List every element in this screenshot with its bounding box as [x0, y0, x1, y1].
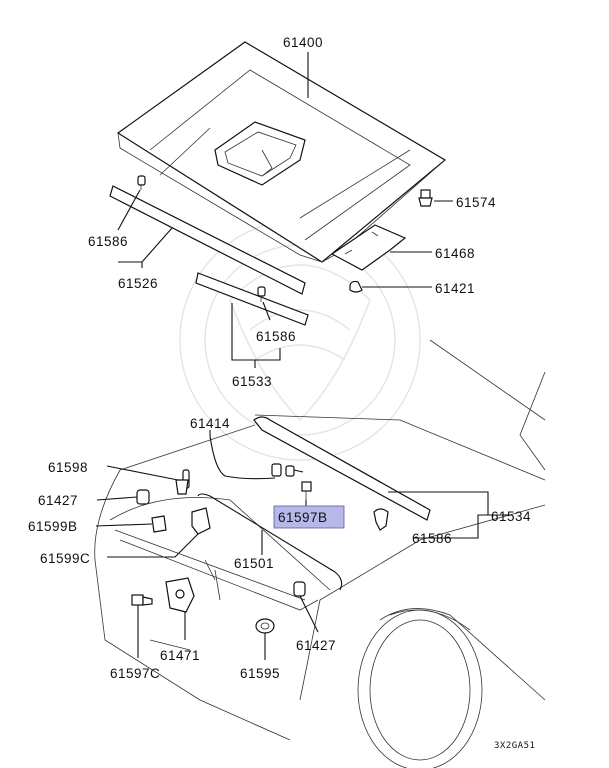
- label-61427-a[interactable]: 61427: [38, 493, 78, 508]
- label-61598[interactable]: 61598: [48, 460, 88, 475]
- hood-rod-61598[interactable]: [175, 469, 190, 495]
- bolt-61597b[interactable]: [301, 481, 312, 500]
- label-61400[interactable]: 61400: [283, 35, 323, 50]
- label-61574[interactable]: 61574: [456, 195, 496, 210]
- label-61586-b[interactable]: 61586: [256, 329, 296, 344]
- diagram-code: 3X2GA51: [494, 741, 535, 751]
- clip-61586-a[interactable]: [137, 175, 146, 190]
- bumper-61427-a[interactable]: [136, 489, 150, 505]
- hood-weatherstrip-front[interactable]: [109, 185, 306, 295]
- front-support-frame: [109, 497, 331, 611]
- label-61414[interactable]: 61414: [190, 416, 230, 431]
- label-61586-a[interactable]: 61586: [88, 234, 128, 249]
- label-61427-b[interactable]: 61427: [296, 638, 336, 653]
- label-61421[interactable]: 61421: [435, 281, 475, 296]
- front-tire: [357, 609, 483, 768]
- label-61599c[interactable]: 61599C: [40, 551, 90, 566]
- label-61534[interactable]: 61534: [491, 509, 531, 524]
- grommet-61595[interactable]: [255, 618, 275, 634]
- vehicle-body-outline: [94, 339, 546, 741]
- clip-61599c[interactable]: [191, 507, 211, 535]
- hood-scoop[interactable]: [214, 121, 306, 186]
- clip-61599b[interactable]: [151, 515, 167, 533]
- clip-61586-c[interactable]: [373, 508, 389, 531]
- label-61597b[interactable]: 61597B: [278, 510, 328, 525]
- hood-support-rod-61501[interactable]: [197, 493, 343, 591]
- clip-61586-b[interactable]: [257, 286, 266, 302]
- label-61597c[interactable]: 61597C: [110, 666, 160, 681]
- hood-release-cable-61414[interactable]: [209, 435, 304, 480]
- clip-61421[interactable]: [349, 280, 363, 293]
- label-61468[interactable]: 61468: [435, 246, 475, 261]
- bumper-61427-b[interactable]: [293, 581, 306, 597]
- cowl-weatherstrip-61534[interactable]: [253, 416, 431, 521]
- label-61595[interactable]: 61595: [240, 666, 280, 681]
- hood-latch-61471[interactable]: [165, 577, 195, 613]
- label-61501[interactable]: 61501: [234, 556, 274, 571]
- label-61471[interactable]: 61471: [160, 648, 200, 663]
- hood-weatherstrip-rear[interactable]: [195, 272, 309, 326]
- highlighted-part-badge[interactable]: [273, 505, 345, 529]
- bolt-61574[interactable]: [418, 189, 433, 207]
- hood-bracket-61468[interactable]: [330, 224, 407, 271]
- bolt-61597c[interactable]: [131, 594, 153, 606]
- label-61533[interactable]: 61533: [232, 374, 272, 389]
- label-61526[interactable]: 61526: [118, 276, 158, 291]
- label-61586-c[interactable]: 61586: [412, 531, 452, 546]
- label-61599b[interactable]: 61599B: [28, 519, 78, 534]
